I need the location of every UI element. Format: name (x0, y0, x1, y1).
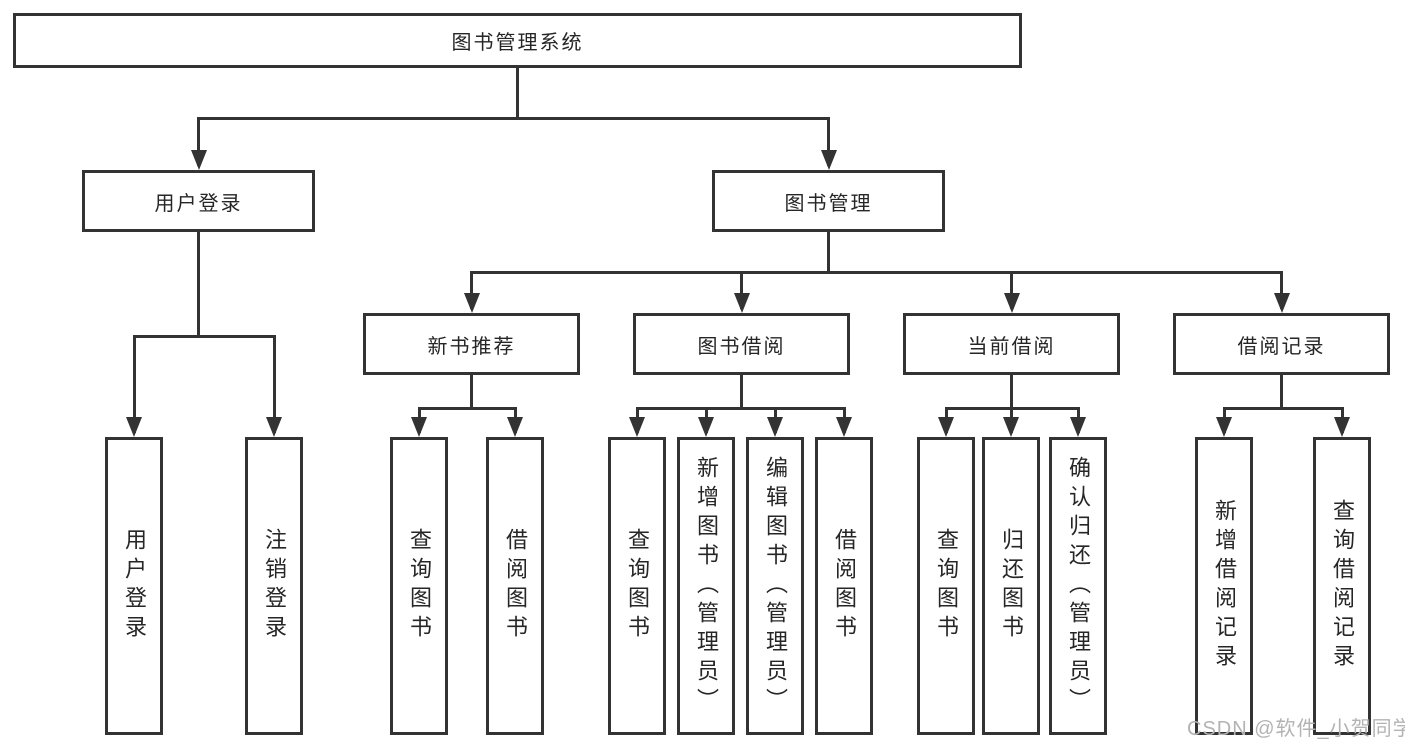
connector-stem (740, 375, 743, 410)
leaf-current-confirm-return-admin: 确认归还（管理员） (1049, 437, 1107, 735)
connector-branch (417, 407, 517, 410)
node-current-borrow: 当前借阅 (903, 313, 1120, 375)
leaf-logout-label: 注销登录 (262, 528, 287, 644)
arrow-down-icon (126, 417, 142, 437)
leaf-recommend-query-books: 查询图书 (390, 437, 448, 735)
leaf-current-return-books: 归还图书 (982, 437, 1040, 735)
node-user-login: 用户登录 (82, 170, 315, 232)
arrow-down-icon (1003, 417, 1019, 437)
connector-stem (470, 375, 473, 410)
arrow-down-icon (767, 417, 783, 437)
leaf-borrow-query-books-label: 查询图书 (625, 528, 650, 644)
arrow-down-icon (1334, 417, 1350, 437)
leaf-borrow-edit-books-admin: 编辑图书（管理员） (746, 437, 804, 735)
connector-stem (197, 232, 200, 338)
csdn-watermark: CSDN @软件_小贺同学 (1187, 718, 1405, 740)
arrow-down-icon (463, 293, 480, 313)
arrow-down-icon (1003, 293, 1020, 313)
node-book-borrow-label: 图书借阅 (697, 335, 786, 358)
leaf-records-query-record: 查询借阅记录 (1313, 437, 1371, 735)
connector-stem (516, 68, 519, 120)
leaf-records-add-record-label: 新增借阅记录 (1212, 499, 1237, 673)
leaf-recommend-query-books-label: 查询图书 (407, 528, 432, 644)
arrow-down-icon (411, 417, 427, 437)
leaf-borrow-edit-books-admin-label: 编辑图书（管理员） (763, 455, 788, 717)
leaf-borrow-borrow-books-label: 借阅图书 (832, 528, 857, 644)
connector-arrow-line (1280, 271, 1283, 309)
node-borrow-records-label: 借阅记录 (1237, 335, 1326, 358)
arrow-down-icon (836, 417, 852, 437)
arrow-down-icon (507, 417, 523, 437)
node-root-label: 图书管理系统 (451, 32, 584, 54)
leaf-current-return-books-label: 归还图书 (999, 528, 1024, 644)
connector-arrow-line (132, 335, 136, 433)
connector-branch (635, 407, 846, 410)
leaf-borrow-add-books-admin-label: 新增图书（管理员） (694, 455, 719, 717)
connector-stem (1280, 375, 1283, 410)
leaf-user-login: 用户登录 (105, 437, 163, 735)
node-book-management-label: 图书管理 (784, 192, 873, 215)
connector-arrow-line (272, 335, 276, 433)
connector-branch (132, 335, 276, 338)
leaf-recommend-borrow-books: 借阅图书 (486, 437, 544, 735)
arrow-down-icon (1216, 417, 1232, 437)
connector-stem (1010, 375, 1013, 410)
node-new-book-recommend-label: 新书推荐 (427, 335, 516, 358)
leaf-user-login-label: 用户登录 (122, 528, 147, 644)
node-book-management: 图书管理 (712, 170, 945, 232)
arrow-down-icon (938, 417, 954, 437)
arrow-down-icon (820, 150, 837, 170)
arrow-down-icon (698, 417, 714, 437)
leaf-current-confirm-return-admin-label: 确认归还（管理员） (1066, 455, 1091, 717)
node-user-login-label: 用户登录 (154, 192, 243, 215)
connector-arrow-line (827, 117, 830, 166)
leaf-recommend-borrow-books-label: 借阅图书 (503, 528, 528, 644)
connector-branch (197, 117, 830, 120)
arrow-down-icon (266, 417, 282, 437)
node-borrow-records: 借阅记录 (1173, 313, 1390, 375)
connector-arrow-line (470, 271, 473, 309)
node-root: 图书管理系统 (13, 13, 1022, 68)
leaf-records-add-record: 新增借阅记录 (1195, 437, 1253, 735)
leaf-records-query-record-label: 查询借阅记录 (1330, 499, 1355, 673)
leaf-current-query-books: 查询图书 (917, 437, 975, 735)
arrow-down-icon (1070, 417, 1086, 437)
arrow-down-icon (733, 293, 750, 313)
connector-arrow-line (197, 117, 200, 166)
leaf-borrow-add-books-admin: 新增图书（管理员） (677, 437, 735, 735)
arrow-down-icon (1273, 293, 1290, 313)
node-current-borrow-label: 当前借阅 (967, 335, 1056, 358)
arrow-down-icon (629, 417, 645, 437)
connector-stem (827, 232, 830, 274)
connector-branch (470, 271, 1283, 274)
node-book-borrow: 图书借阅 (633, 313, 850, 375)
arrow-down-icon (190, 150, 207, 170)
leaf-borrow-query-books: 查询图书 (608, 437, 666, 735)
leaf-current-query-books-label: 查询图书 (934, 528, 959, 644)
node-new-book-recommend: 新书推荐 (363, 313, 580, 375)
leaf-logout: 注销登录 (245, 437, 303, 735)
connector-arrow-line (740, 271, 743, 309)
connector-arrow-line (1010, 271, 1013, 309)
connector-branch (1222, 407, 1344, 410)
leaf-borrow-borrow-books: 借阅图书 (815, 437, 873, 735)
